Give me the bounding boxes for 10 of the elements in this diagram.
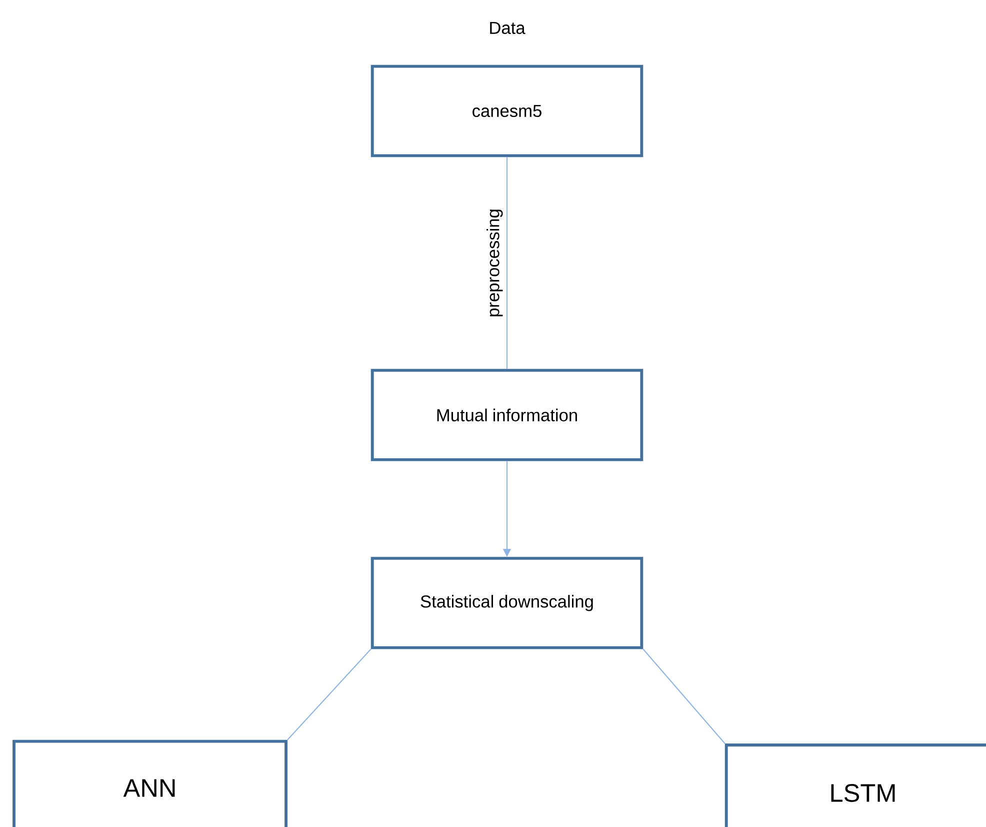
process-box: Statistical downscaling — [370, 556, 644, 650]
heading: Data — [490, 22, 526, 34]
connector — [287, 648, 372, 740]
connector — [642, 648, 726, 744]
edge-label: preprocessing — [484, 206, 506, 320]
connector — [506, 157, 508, 369]
process-box: ANN — [12, 740, 288, 827]
process-box: Mutual information — [370, 368, 644, 462]
process-box: canesm5 — [370, 64, 644, 158]
process-box: LSTM — [724, 744, 986, 827]
